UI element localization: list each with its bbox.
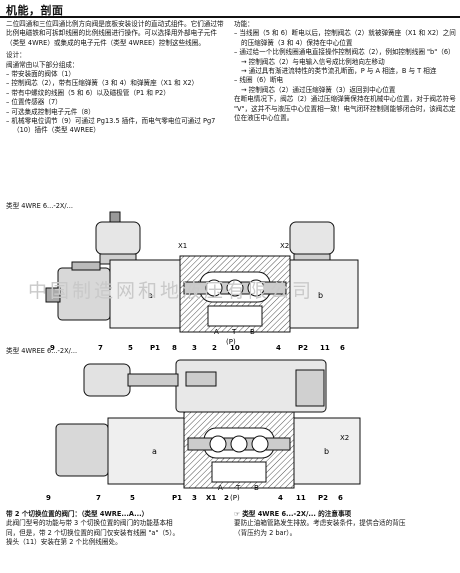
electronics-housing bbox=[175, 359, 327, 413]
callout-label: 5 bbox=[130, 494, 135, 502]
callout-label: X1 bbox=[206, 494, 216, 502]
footer-right-heading: 类型 4WRE 6...-2X/... 的注意事项 bbox=[242, 510, 352, 518]
cable-plug bbox=[83, 363, 179, 397]
callout-label: P1 bbox=[150, 344, 160, 352]
symbol-a: a bbox=[148, 291, 153, 300]
symbol-b: b bbox=[318, 291, 323, 300]
callout-label: P1 bbox=[172, 494, 182, 502]
function-subitem: → 通过具有渐进流特性的类节流孔断面，P 与 A 相连，B 与 T 相连 bbox=[241, 67, 437, 76]
title-rule bbox=[0, 16, 460, 18]
callout-label: 4 bbox=[276, 344, 281, 352]
port-b: B bbox=[254, 484, 259, 492]
callout-label: 4 bbox=[278, 494, 283, 502]
function-item: – 当线圈（5 和 6）断电以后，控制阀芯（2）就被弹簧座（X1 和 X2）之间… bbox=[234, 29, 456, 47]
callout-label: 3 bbox=[192, 494, 197, 502]
symbol-x2: X2 bbox=[340, 434, 349, 442]
design-item: – 可选集成控制电子元件（8） bbox=[6, 107, 95, 116]
footer-left-line: 同，但是，带 2 个切换位置的阀门仅安装有线圈 "a"（5）。 bbox=[6, 528, 180, 537]
callout-label: 7 bbox=[98, 344, 103, 352]
symbol-b: b bbox=[324, 447, 329, 456]
symbol-x1: X1 bbox=[178, 242, 187, 250]
figure1-valve-drawing: X1 X2 a b A T B (P) 9 7 5 P1 8 3 2 10 4 … bbox=[45, 211, 359, 352]
callout-label: 2 bbox=[224, 494, 229, 502]
design-heading: 设计： bbox=[6, 51, 26, 60]
connector-left bbox=[95, 211, 141, 265]
footer-right: ☞ 类型 4WRE 6...-2X/... 的注意事项 要防止油箱管路发生排放。… bbox=[234, 510, 456, 538]
connector-right bbox=[289, 221, 335, 265]
design-item: – 带安装面的阀体（1） bbox=[6, 70, 75, 79]
callout-label: 10 bbox=[230, 344, 240, 352]
footer-left-line: 此阀门型号的功能与带 3 个切换位置的阀门的功能基本相 bbox=[6, 519, 173, 528]
port-p: (P) bbox=[226, 338, 236, 346]
function-heading: 功能： bbox=[234, 20, 254, 28]
function-subitem: → 控制阀芯（2）与电输入信号成比例地向左移动 bbox=[241, 57, 385, 66]
port-p: (P) bbox=[230, 494, 240, 502]
callout-label: 8 bbox=[172, 344, 177, 352]
function-note: 在断电情况下，阀芯（2）通过压缩弹簧保持在机械中心位置，对于阀芯符号 "V"，这… bbox=[234, 95, 456, 123]
composition-line: 阀通常由以下部分组成： bbox=[6, 60, 79, 69]
callout-label: P2 bbox=[318, 494, 328, 502]
callout-label: 9 bbox=[50, 344, 55, 352]
callout-label: 6 bbox=[340, 344, 345, 352]
callout-label: 11 bbox=[296, 494, 306, 502]
callout-label: P2 bbox=[298, 344, 308, 352]
valve-body bbox=[183, 411, 295, 489]
solenoid-b bbox=[293, 417, 361, 485]
callout-label: 9 bbox=[46, 494, 51, 502]
design-item: – 机械零电位调节（9）可通过 Pg13.5 插件，而电气零电位可通过 Pg7（… bbox=[6, 117, 216, 135]
right-text-column: 功能： – 当线圈（5 和 6）断电以后，控制阀芯（2）就被弹簧座（X1 和 X… bbox=[234, 20, 456, 123]
symbol-a: a bbox=[152, 447, 157, 456]
intro-paragraph: 二位四通和三位四通比例方向阀是底板安装设计的直动式组件。它们通过带比例电磁铁和可… bbox=[6, 20, 224, 47]
port-t: T bbox=[235, 484, 241, 492]
function-item: – 通过给一个比例线圈通电直接操作控制阀芯（2），例如控制线圈 "b"（6） bbox=[234, 48, 455, 57]
callout-label: 11 bbox=[320, 344, 330, 352]
port-b: B bbox=[250, 328, 255, 336]
footer-left: 带 2 个切换位置的阀门：（类型 4WRE...A...） 此阀门型号的功能与带… bbox=[6, 510, 228, 547]
callout-label: 3 bbox=[192, 344, 197, 352]
footer-left-heading: 带 2 个切换位置的阀门：（类型 4WRE...A...） bbox=[6, 510, 149, 518]
callout-label: 6 bbox=[338, 494, 343, 502]
position-sensor bbox=[55, 423, 109, 477]
figure2-label: 类型 4WREE 6...-2X/... bbox=[6, 347, 78, 355]
footer-right-line: 要防止油箱管路发生排放。考虑安装条件，提供合适的背压 bbox=[234, 519, 406, 528]
figure2-valve-drawing: X2 a b A T B (P) 9 7 5 P1 3 X1 2 4 11 P2… bbox=[46, 359, 361, 502]
design-item: – 位置传感器（7） bbox=[6, 98, 62, 107]
callout-label: 5 bbox=[128, 344, 133, 352]
footer-right-line: （背压约为 2 bar）。 bbox=[234, 528, 297, 537]
callout-label: 2 bbox=[212, 344, 217, 352]
solenoid-a bbox=[109, 259, 181, 329]
design-item: – 控制阀芯（2），带有压缩弹簧（3 和 4）和弹簧座（X1 和 X2） bbox=[6, 79, 199, 88]
port-t: T bbox=[231, 328, 237, 336]
symbol-x2: X2 bbox=[280, 242, 289, 250]
function-item: – 线圈（6）断电 bbox=[234, 76, 284, 85]
design-item: – 带有中螺纹的线圈（5 和 6）以及磁极管（P1 和 P2） bbox=[6, 88, 170, 97]
callout-label: 7 bbox=[96, 494, 101, 502]
page-title: 机能，剖面 bbox=[6, 4, 64, 17]
port-a: A bbox=[214, 328, 219, 336]
port-a: A bbox=[218, 484, 223, 492]
figure1-label: 类型 4WRE 6...-2X/... bbox=[6, 202, 73, 210]
watermark: 中国制造网和地液压有限公司 bbox=[28, 280, 315, 302]
function-subitem: → 控制阀芯（2）通过压缩弹簧（3）返回到中心位置 bbox=[241, 85, 396, 94]
valve-body bbox=[179, 255, 291, 333]
footer-left-line: 操头（11）安装在第 2 个比例线圈处。 bbox=[6, 537, 122, 546]
left-text-column: 二位四通和三位四通比例方向阀是底板安装设计的直动式组件。它们通过带比例电磁铁和可… bbox=[6, 20, 228, 136]
solenoid-a bbox=[107, 417, 185, 485]
hand-pointer-icon: ☞ bbox=[234, 510, 243, 518]
position-sensor bbox=[45, 261, 111, 321]
